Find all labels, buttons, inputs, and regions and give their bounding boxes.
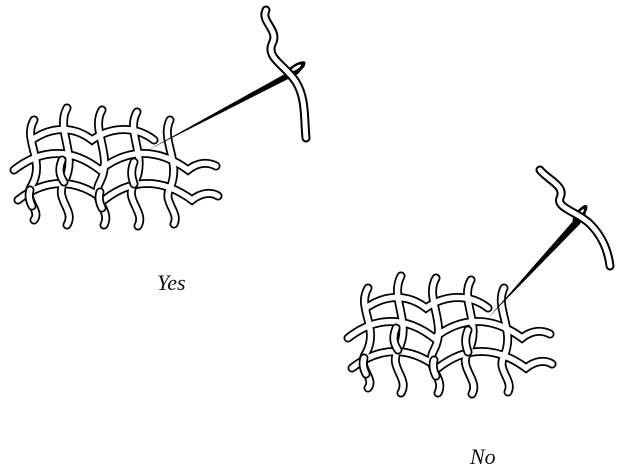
knit-fabric — [14, 108, 218, 226]
caption-yes: Yes — [157, 270, 186, 296]
caption-no: No — [470, 444, 496, 470]
needle-icon — [488, 203, 590, 318]
incorrect-stitch-figure — [348, 170, 610, 394]
yarn-strand — [265, 10, 306, 138]
correct-stitch-figure — [14, 10, 307, 226]
knit-fabric — [348, 276, 552, 394]
